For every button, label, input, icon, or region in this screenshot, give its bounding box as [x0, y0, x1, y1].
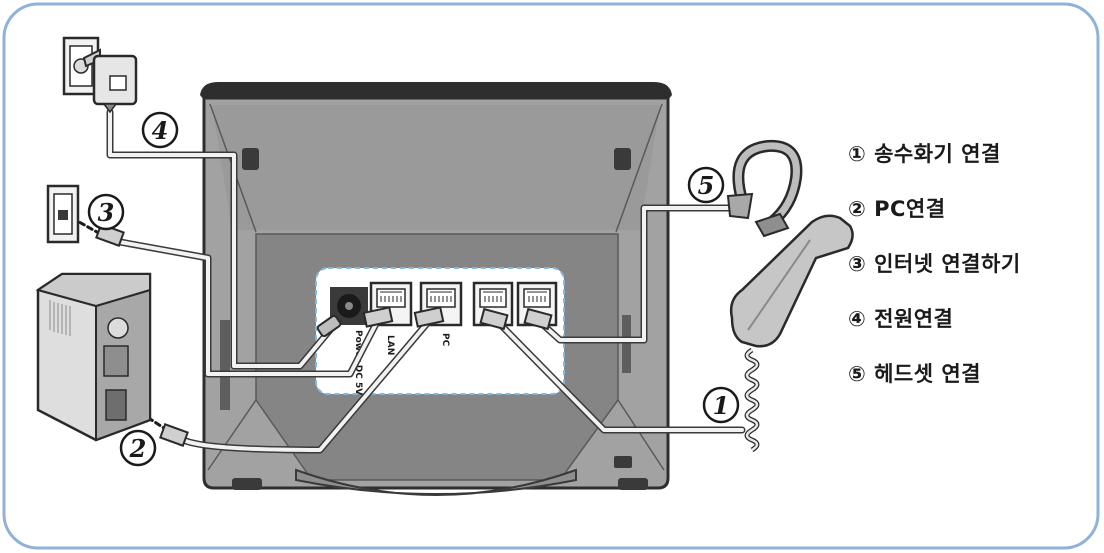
legend-item-power: ④ 전원연결 — [848, 307, 954, 331]
callout-2: 2 — [119, 429, 157, 467]
internet-wall-jack — [46, 184, 80, 244]
callout-5: 5 — [687, 166, 725, 204]
lan-port-label: LAN — [385, 335, 395, 355]
callout-1: 1 — [702, 386, 740, 424]
legend-item-pc: ② PC연결 — [848, 197, 946, 221]
headset — [726, 139, 803, 238]
power-adapter — [82, 48, 138, 114]
callout-4: 4 — [141, 111, 179, 149]
callout-4-label: 4 — [152, 116, 169, 145]
callout-3: 3 — [87, 193, 125, 231]
handset — [729, 214, 854, 453]
callout-5-label: 5 — [698, 171, 715, 200]
pc-port-label: PC — [440, 333, 450, 347]
callout-2-label: 2 — [129, 434, 147, 463]
callout-1-label: 1 — [713, 391, 730, 420]
legend-item-internet: ③ 인터넷 연결하기 — [848, 252, 1021, 276]
legend-item-headset: ⑤ 헤드셋 연결 — [848, 362, 982, 386]
legend-item-handset: ① 송수화기 연결 — [848, 142, 1001, 166]
port-panel: Power DC 5V LAN PC — [315, 267, 565, 395]
pc-tower — [35, 272, 152, 442]
callout-3-label: 3 — [98, 198, 115, 227]
